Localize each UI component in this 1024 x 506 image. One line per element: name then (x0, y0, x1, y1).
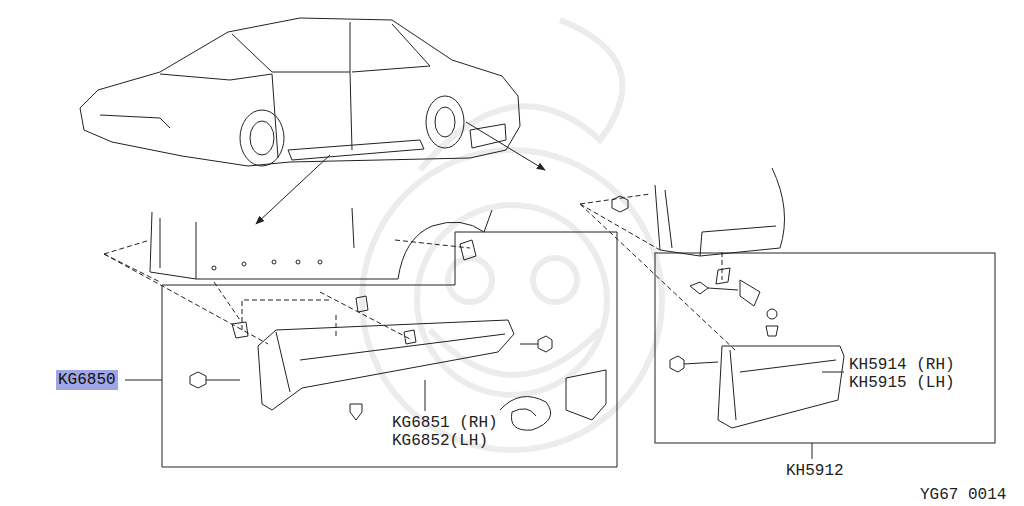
leader-line (822, 372, 844, 373)
clip-ring (500, 397, 551, 431)
detail-frame (655, 253, 995, 443)
leader-line (425, 380, 426, 411)
figure-code: YG67 0014 (920, 486, 1006, 504)
rear-skirt-cover (718, 346, 844, 428)
leader-line (125, 380, 162, 381)
left-detail (104, 208, 617, 467)
side-sill (288, 140, 424, 160)
highlighted-callout: KG6850 (56, 370, 118, 390)
part-number: KG6852(LH) (392, 432, 488, 450)
part-number: KH5915 (LH) (849, 374, 955, 392)
part-number: KG6851 (RH) (392, 414, 498, 432)
car-outline (80, 18, 520, 166)
view-arrow (256, 155, 330, 224)
seal-pad (566, 370, 606, 420)
callout-number: KG6850 (58, 371, 116, 389)
detail-frame (162, 232, 617, 467)
view-arrow (466, 122, 545, 170)
part-number: KH5912 (786, 462, 844, 480)
part-number: KH5914 (RH) (849, 356, 955, 374)
right-detail (580, 168, 995, 459)
side-sill-cover (258, 320, 514, 410)
leader-line (812, 443, 813, 459)
